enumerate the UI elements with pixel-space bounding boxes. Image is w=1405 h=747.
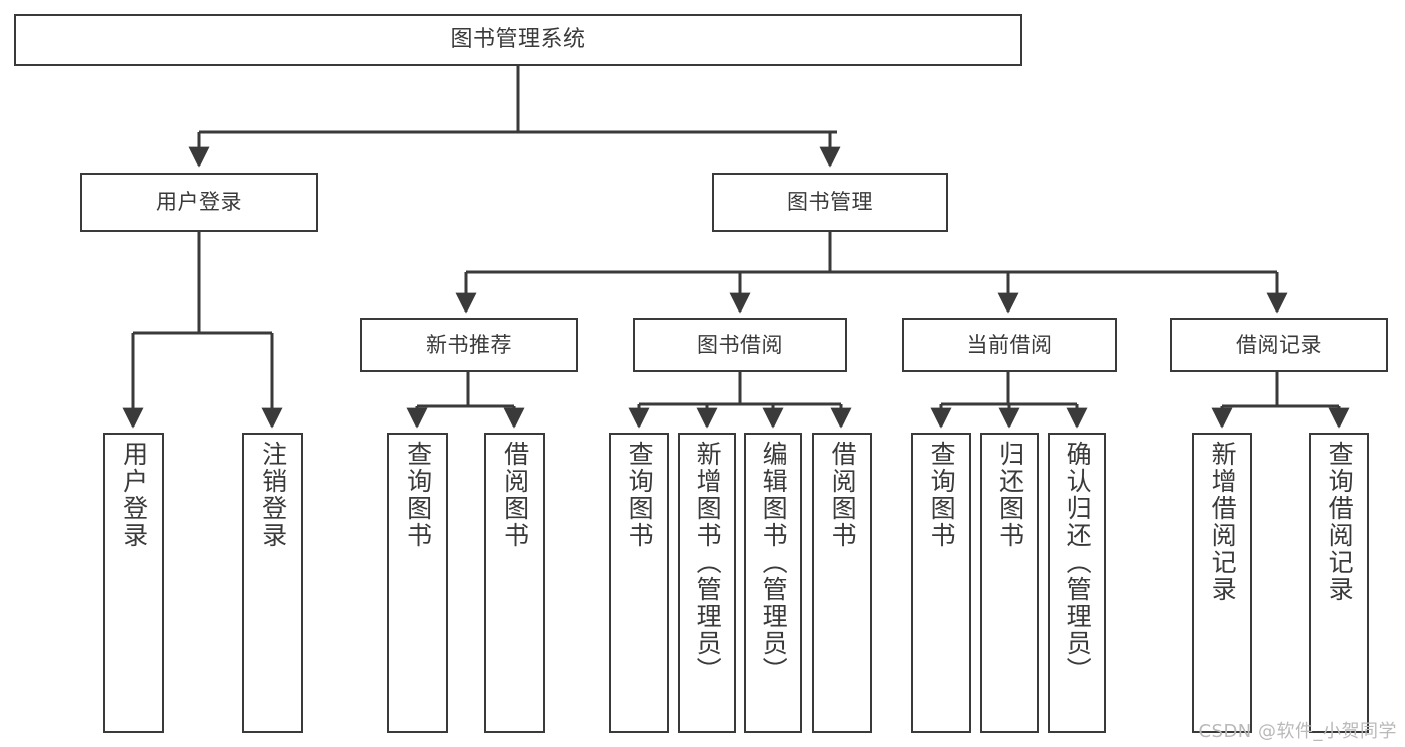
node-borrow-record[interactable]: 借阅记录 [1170,318,1388,372]
node-new-book-recommend[interactable]: 新书推荐 [360,318,578,372]
node-book-borrow[interactable]: 图书借阅 [633,318,847,372]
node-root-book-management-system[interactable]: 图书管理系统 [14,14,1022,66]
node-label: 归还图书 [995,441,1025,549]
leaf-add-book[interactable]: 新增图书（管理员） [678,433,736,733]
leaf-edit-book[interactable]: 编辑图书（管理员） [744,433,802,733]
node-label: 新增借阅记录 [1208,441,1238,603]
node-label: 借阅图书 [500,441,530,549]
node-current-borrow[interactable]: 当前借阅 [902,318,1117,372]
node-label: 图书管理系统 [450,27,586,53]
node-label: 新书推荐 [426,332,512,357]
node-label: 用户登录 [119,441,149,549]
leaf-add-borrow-record[interactable]: 新增借阅记录 [1192,433,1252,733]
leaf-user-login[interactable]: 用户登录 [103,433,164,733]
leaf-query-book-3[interactable]: 查询图书 [911,433,971,733]
node-label: 借阅记录 [1236,332,1322,357]
leaf-borrow-book-1[interactable]: 借阅图书 [484,433,545,733]
node-label: 用户登录 [156,190,242,215]
node-label: 图书管理 [787,190,873,215]
node-label: 查询图书 [403,441,433,549]
node-label: 查询图书 [927,441,957,549]
node-label: 图书借阅 [697,332,783,357]
leaf-confirm-return[interactable]: 确认归还（管理员） [1048,433,1106,733]
leaf-query-borrow-record[interactable]: 查询借阅记录 [1309,433,1369,733]
leaf-borrow-book-2[interactable]: 借阅图书 [812,433,872,733]
leaf-query-book-1[interactable]: 查询图书 [387,433,448,733]
node-label: 注销登录 [258,441,288,549]
leaf-return-book[interactable]: 归还图书 [980,433,1039,733]
node-label: 查询借阅记录 [1325,441,1355,603]
watermark: CSDN @软件_小贺同学 [1198,721,1397,742]
leaf-user-logout[interactable]: 注销登录 [242,433,303,733]
node-book-management[interactable]: 图书管理 [712,173,948,232]
node-label: 查询图书 [625,441,655,549]
node-label: 确认归还（管理员） [1063,441,1093,684]
node-label: 借阅图书 [828,441,858,549]
node-label: 新增图书（管理员） [693,441,723,684]
node-label: 当前借阅 [966,332,1053,357]
leaf-query-book-2[interactable]: 查询图书 [609,433,669,733]
node-label: 编辑图书（管理员） [759,441,789,684]
node-user-login[interactable]: 用户登录 [80,173,318,232]
